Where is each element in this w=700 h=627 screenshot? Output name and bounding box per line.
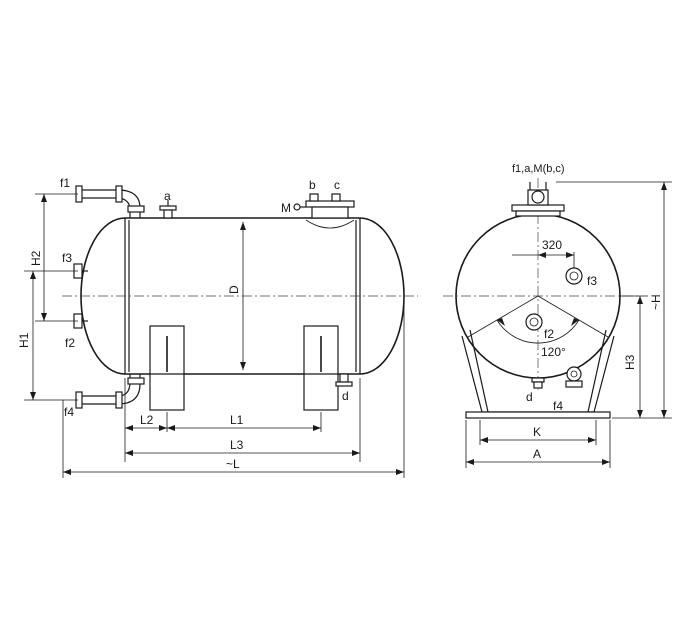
nozzle-d (335, 373, 353, 387)
label-d: d (342, 389, 349, 403)
pipe-f1 (75, 185, 145, 218)
pipe-f4 (75, 374, 145, 409)
end-nozzle-f3 (565, 267, 583, 285)
side-view: f1 a b c M f3 f2 f4 d D H2 H1 L2 L1 L3 ~… (17, 176, 418, 478)
label-L1: L1 (230, 413, 244, 427)
label-end-d: d (526, 390, 533, 404)
label-A: A (533, 447, 541, 461)
label-c: c (334, 178, 340, 192)
end-base-plate (465, 411, 611, 419)
label-b: b (309, 178, 316, 192)
label-a: a (164, 189, 171, 203)
label-end-f4: f4 (553, 399, 563, 413)
label-top-nozzles: f1,a,M(b,c) (512, 163, 565, 175)
nozzle-a (159, 200, 177, 219)
label-H1: H1 (17, 332, 31, 348)
label-K: K (533, 425, 541, 439)
end-nozzle-f4 (565, 366, 583, 388)
end-nozzle-f2 (525, 313, 543, 331)
label-H3: H3 (623, 354, 637, 370)
label-f1: f1 (60, 176, 70, 190)
label-D: D (227, 285, 241, 294)
label-end-f3: f3 (587, 274, 597, 288)
end-top-nozzles (511, 182, 565, 217)
label-L3: L3 (230, 438, 244, 452)
label-f3: f3 (62, 251, 72, 265)
label-L2: L2 (140, 413, 154, 427)
label-f2: f2 (65, 336, 75, 350)
label-M: M (281, 201, 291, 215)
label-H: ~H (649, 294, 663, 310)
end-nozzle-d (531, 377, 545, 389)
label-L: ~L (226, 457, 240, 471)
label-f4: f4 (64, 405, 74, 419)
end-view: f1,a,M(b,c) 320 f3 f2 120° d f4 H3 ~H K … (443, 163, 672, 468)
label-H2: H2 (29, 250, 43, 266)
label-end-f2: f2 (544, 327, 554, 341)
label-angle: 120° (541, 345, 566, 359)
manhole-M (293, 193, 355, 229)
label-320: 320 (542, 238, 562, 252)
